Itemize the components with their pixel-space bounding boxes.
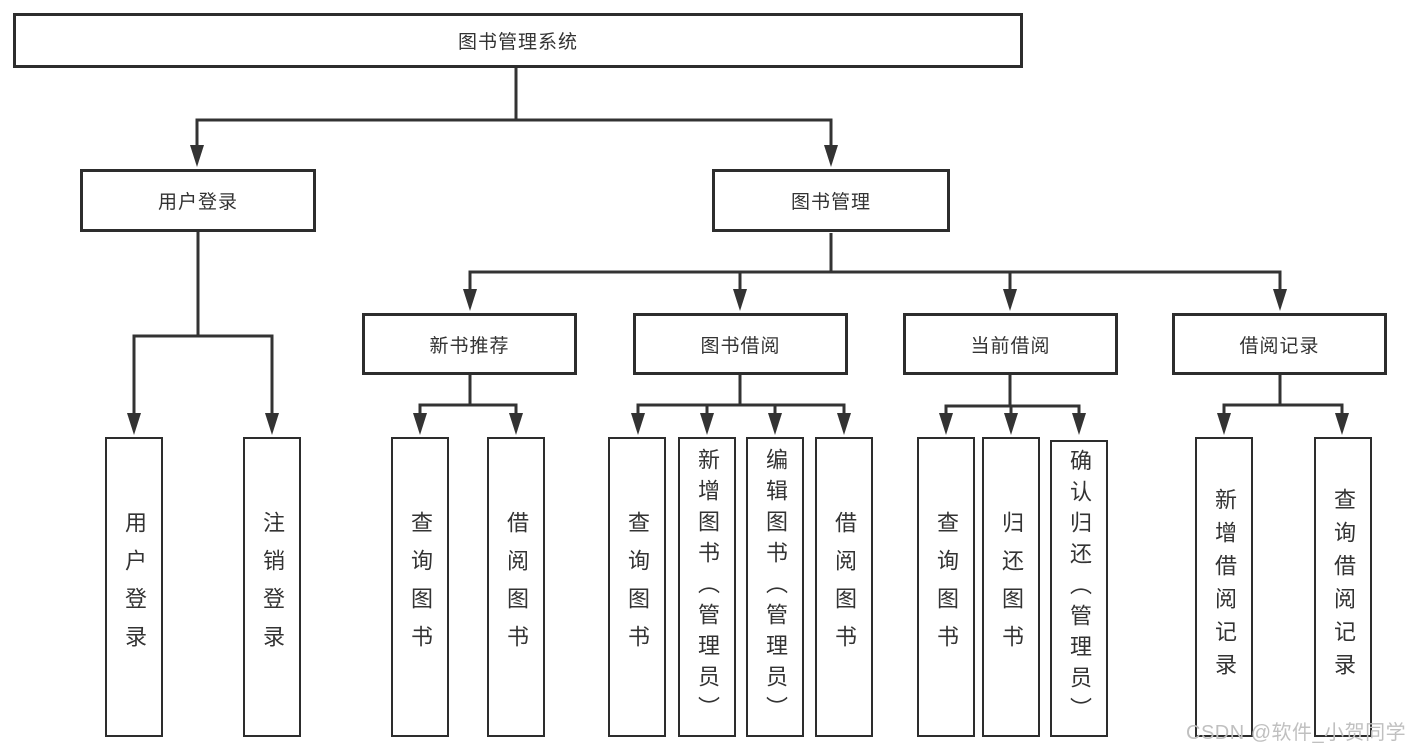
- node-add-books-admin: 新增图书（管理员）: [678, 437, 736, 737]
- arrowheads: [127, 145, 1349, 435]
- node-borrowing-records-label: 借阅记录: [1239, 335, 1320, 357]
- node-add-books-admin-label: 新增图书（管理员）: [695, 447, 720, 727]
- csdn-watermark: CSDN @软件_小贺同学: [1186, 722, 1405, 744]
- node-current-borrowing-label: 当前借阅: [970, 335, 1051, 357]
- node-add-borrow-record: 新增借阅记录: [1195, 437, 1253, 737]
- node-borrow-books-recommend: 借阅图书: [487, 437, 545, 737]
- node-query-books-recommend-label: 查询图书: [408, 511, 433, 663]
- node-borrow-books-recommend-label: 借阅图书: [504, 511, 529, 663]
- node-edit-books-admin-label: 编辑图书（管理员）: [763, 447, 788, 727]
- node-query-books-current-label: 查询图书: [934, 511, 959, 663]
- node-borrow-books-borrowing: 借阅图书: [815, 437, 873, 737]
- node-book-borrowing: 图书借阅: [633, 313, 848, 375]
- node-login: 用户登录: [105, 437, 163, 737]
- node-library-system-label: 图书管理系统: [457, 32, 578, 53]
- node-borrow-books-borrowing-label: 借阅图书: [832, 511, 857, 663]
- node-new-book-recommendation: 新书推荐: [362, 313, 577, 375]
- node-return-books-label: 归还图书: [999, 511, 1024, 663]
- node-book-borrowing-label: 图书借阅: [700, 335, 781, 357]
- node-new-book-recommendation-label: 新书推荐: [429, 335, 510, 357]
- node-confirm-return-admin: 确认归还（管理员）: [1050, 440, 1108, 737]
- node-logout: 注销登录: [243, 437, 301, 737]
- node-confirm-return-admin-label: 确认归还（管理员）: [1067, 449, 1092, 728]
- node-query-books-borrowing-label: 查询图书: [625, 511, 650, 663]
- node-user-login-group: 用户登录: [80, 169, 316, 232]
- node-add-borrow-record-label: 新增借阅记录: [1212, 488, 1237, 686]
- node-user-login-group-label: 用户登录: [157, 192, 238, 213]
- node-edit-books-admin: 编辑图书（管理员）: [746, 437, 804, 737]
- node-library-system: 图书管理系统: [13, 13, 1023, 68]
- node-book-management: 图书管理: [712, 169, 950, 232]
- node-return-books: 归还图书: [982, 437, 1040, 737]
- node-borrowing-records: 借阅记录: [1172, 313, 1387, 375]
- node-logout-label: 注销登录: [260, 511, 285, 663]
- node-query-borrow-record-label: 查询借阅记录: [1331, 488, 1356, 686]
- node-query-books-borrowing: 查询图书: [608, 437, 666, 737]
- node-current-borrowing: 当前借阅: [903, 313, 1118, 375]
- node-book-management-label: 图书管理: [790, 192, 871, 213]
- node-query-books-current: 查询图书: [917, 437, 975, 737]
- node-query-books-recommend: 查询图书: [391, 437, 449, 737]
- node-login-label: 用户登录: [122, 511, 147, 663]
- node-query-borrow-record: 查询借阅记录: [1314, 437, 1372, 737]
